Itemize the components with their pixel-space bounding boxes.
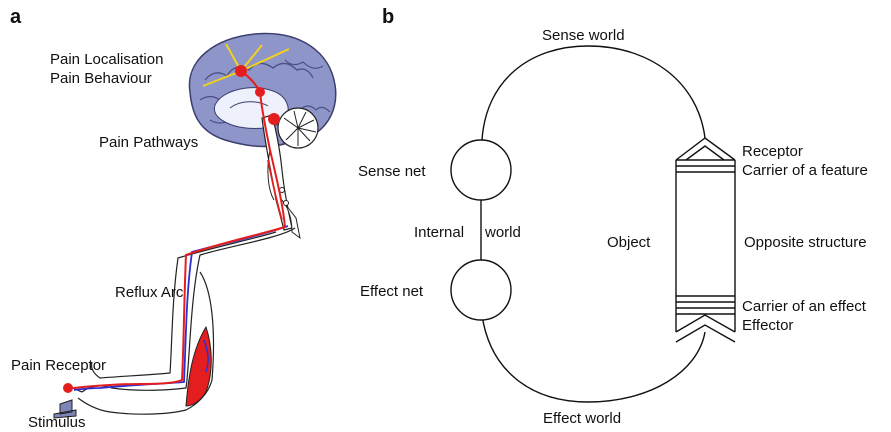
- sense-world-label: Sense world: [542, 27, 625, 45]
- object-structure: [676, 138, 735, 342]
- sense-net-label: Sense net: [358, 163, 426, 181]
- receptor-label: Receptor: [742, 143, 803, 161]
- carrier-effect-label: Carrier of an effect: [742, 298, 866, 316]
- effector-label: Effector: [742, 317, 793, 335]
- effect-world-label: Effect world: [543, 410, 621, 428]
- effect-net-label: Effect net: [360, 283, 423, 301]
- object-label: Object: [607, 234, 650, 252]
- functional-circle: [482, 46, 705, 140]
- effect-net-circle: [451, 260, 511, 320]
- internal-world-label-2: world: [485, 224, 521, 242]
- carrier-feature-label: Carrier of a feature: [742, 162, 868, 180]
- functional-circle-lower: [482, 315, 705, 402]
- sense-net-circle: [451, 140, 511, 200]
- opposite-structure-label: Opposite structure: [744, 234, 867, 252]
- internal-world-label: Internal: [414, 224, 466, 242]
